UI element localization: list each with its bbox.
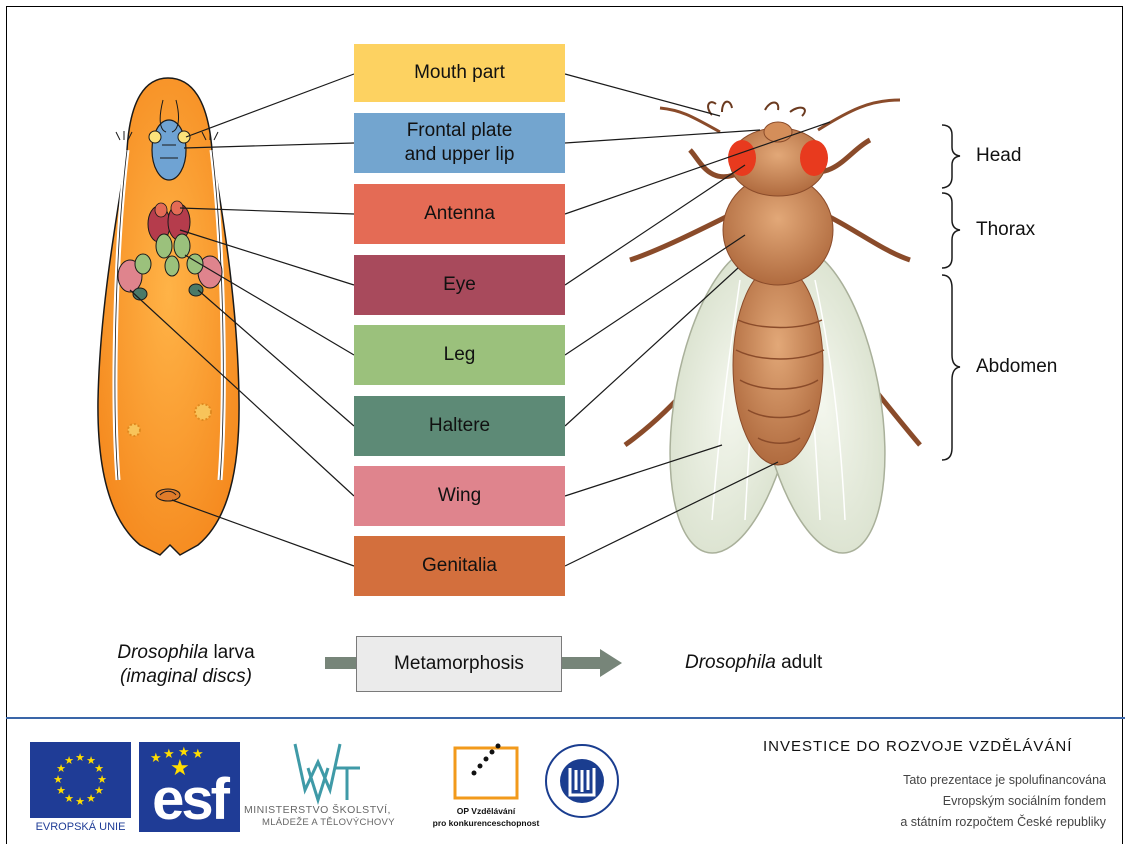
label-mouth-part: Mouth part	[354, 44, 565, 102]
larva-word: larva	[208, 642, 254, 663]
op-line1: OP Vzdělávání	[432, 806, 540, 816]
svg-text:★: ★	[75, 751, 85, 764]
masaryk-university-logo	[546, 745, 618, 817]
label-frontal-plate-line1: Frontal plate	[407, 120, 513, 141]
label-frontal-plate-line2: and upper lip	[405, 144, 515, 165]
label-eye-text: Eye	[443, 273, 476, 297]
adult-genus: Drosophila	[685, 652, 776, 673]
label-frontal-plate: Frontal plate and upper lip	[354, 113, 565, 173]
label-frontal-plate-text: Frontal plate and upper lip	[405, 119, 515, 167]
metamorphosis-label: Metamorphosis	[394, 653, 524, 675]
msmt-logo	[295, 744, 360, 800]
region-head-label: Head	[976, 145, 1021, 167]
svg-text:★: ★	[192, 747, 204, 762]
invest-title: INVESTICE DO ROZVOJE VZDĚLÁVÁNÍ	[763, 738, 1072, 755]
op-line2: pro konkurenceschopnost	[432, 818, 540, 828]
label-leg-text: Leg	[444, 343, 476, 367]
region-thorax-label: Thorax	[976, 219, 1035, 241]
svg-text:★: ★	[64, 754, 74, 767]
svg-text:★: ★	[75, 795, 85, 808]
cofin-line2: Evropským sociálním fondem	[943, 794, 1106, 808]
larva-genus: Drosophila	[117, 642, 208, 663]
eu-label: EVROPSKÁ UNIE	[30, 820, 131, 834]
larva-caption: Drosophila larva (imaginal discs)	[86, 641, 286, 689]
cofin-line3: a státním rozpočtem České republiky	[900, 815, 1106, 829]
eu-flag-logo: ★★★ ★★★ ★★★ ★★★	[30, 742, 131, 818]
op-vzdelavani-logo	[455, 744, 517, 799]
larva-subcaption: (imaginal discs)	[120, 666, 252, 687]
svg-text:★: ★	[86, 792, 96, 805]
svg-text:★: ★	[150, 751, 162, 766]
label-genitalia: Genitalia	[354, 536, 565, 596]
adult-word: adult	[776, 652, 822, 673]
label-antenna: Antenna	[354, 184, 565, 244]
label-genitalia-text: Genitalia	[422, 554, 497, 578]
msmt-line1: MINISTERSTVO ŠKOLSTVÍ,	[244, 804, 391, 816]
label-wing: Wing	[354, 466, 565, 526]
label-mouth-part-text: Mouth part	[414, 61, 505, 85]
esf-label: esf	[141, 770, 238, 830]
larva-illustration	[98, 78, 239, 555]
label-antenna-text: Antenna	[424, 202, 495, 226]
cofin-line1: Tato prezentace je spolufinancována	[903, 773, 1106, 787]
label-haltere-text: Haltere	[429, 414, 490, 438]
footer-divider	[6, 717, 1125, 719]
label-leg: Leg	[354, 325, 565, 385]
region-abdomen-label: Abdomen	[976, 356, 1057, 378]
label-haltere: Haltere	[354, 396, 565, 456]
msmt-line2: MLÁDEŽE A TĚLOVÝCHOVY	[262, 817, 395, 828]
body-region-braces	[942, 125, 960, 460]
adult-caption: Drosophila adult	[685, 652, 822, 674]
metamorphosis-box: Metamorphosis	[356, 636, 562, 692]
label-eye: Eye	[354, 255, 565, 315]
label-wing-text: Wing	[438, 484, 481, 508]
